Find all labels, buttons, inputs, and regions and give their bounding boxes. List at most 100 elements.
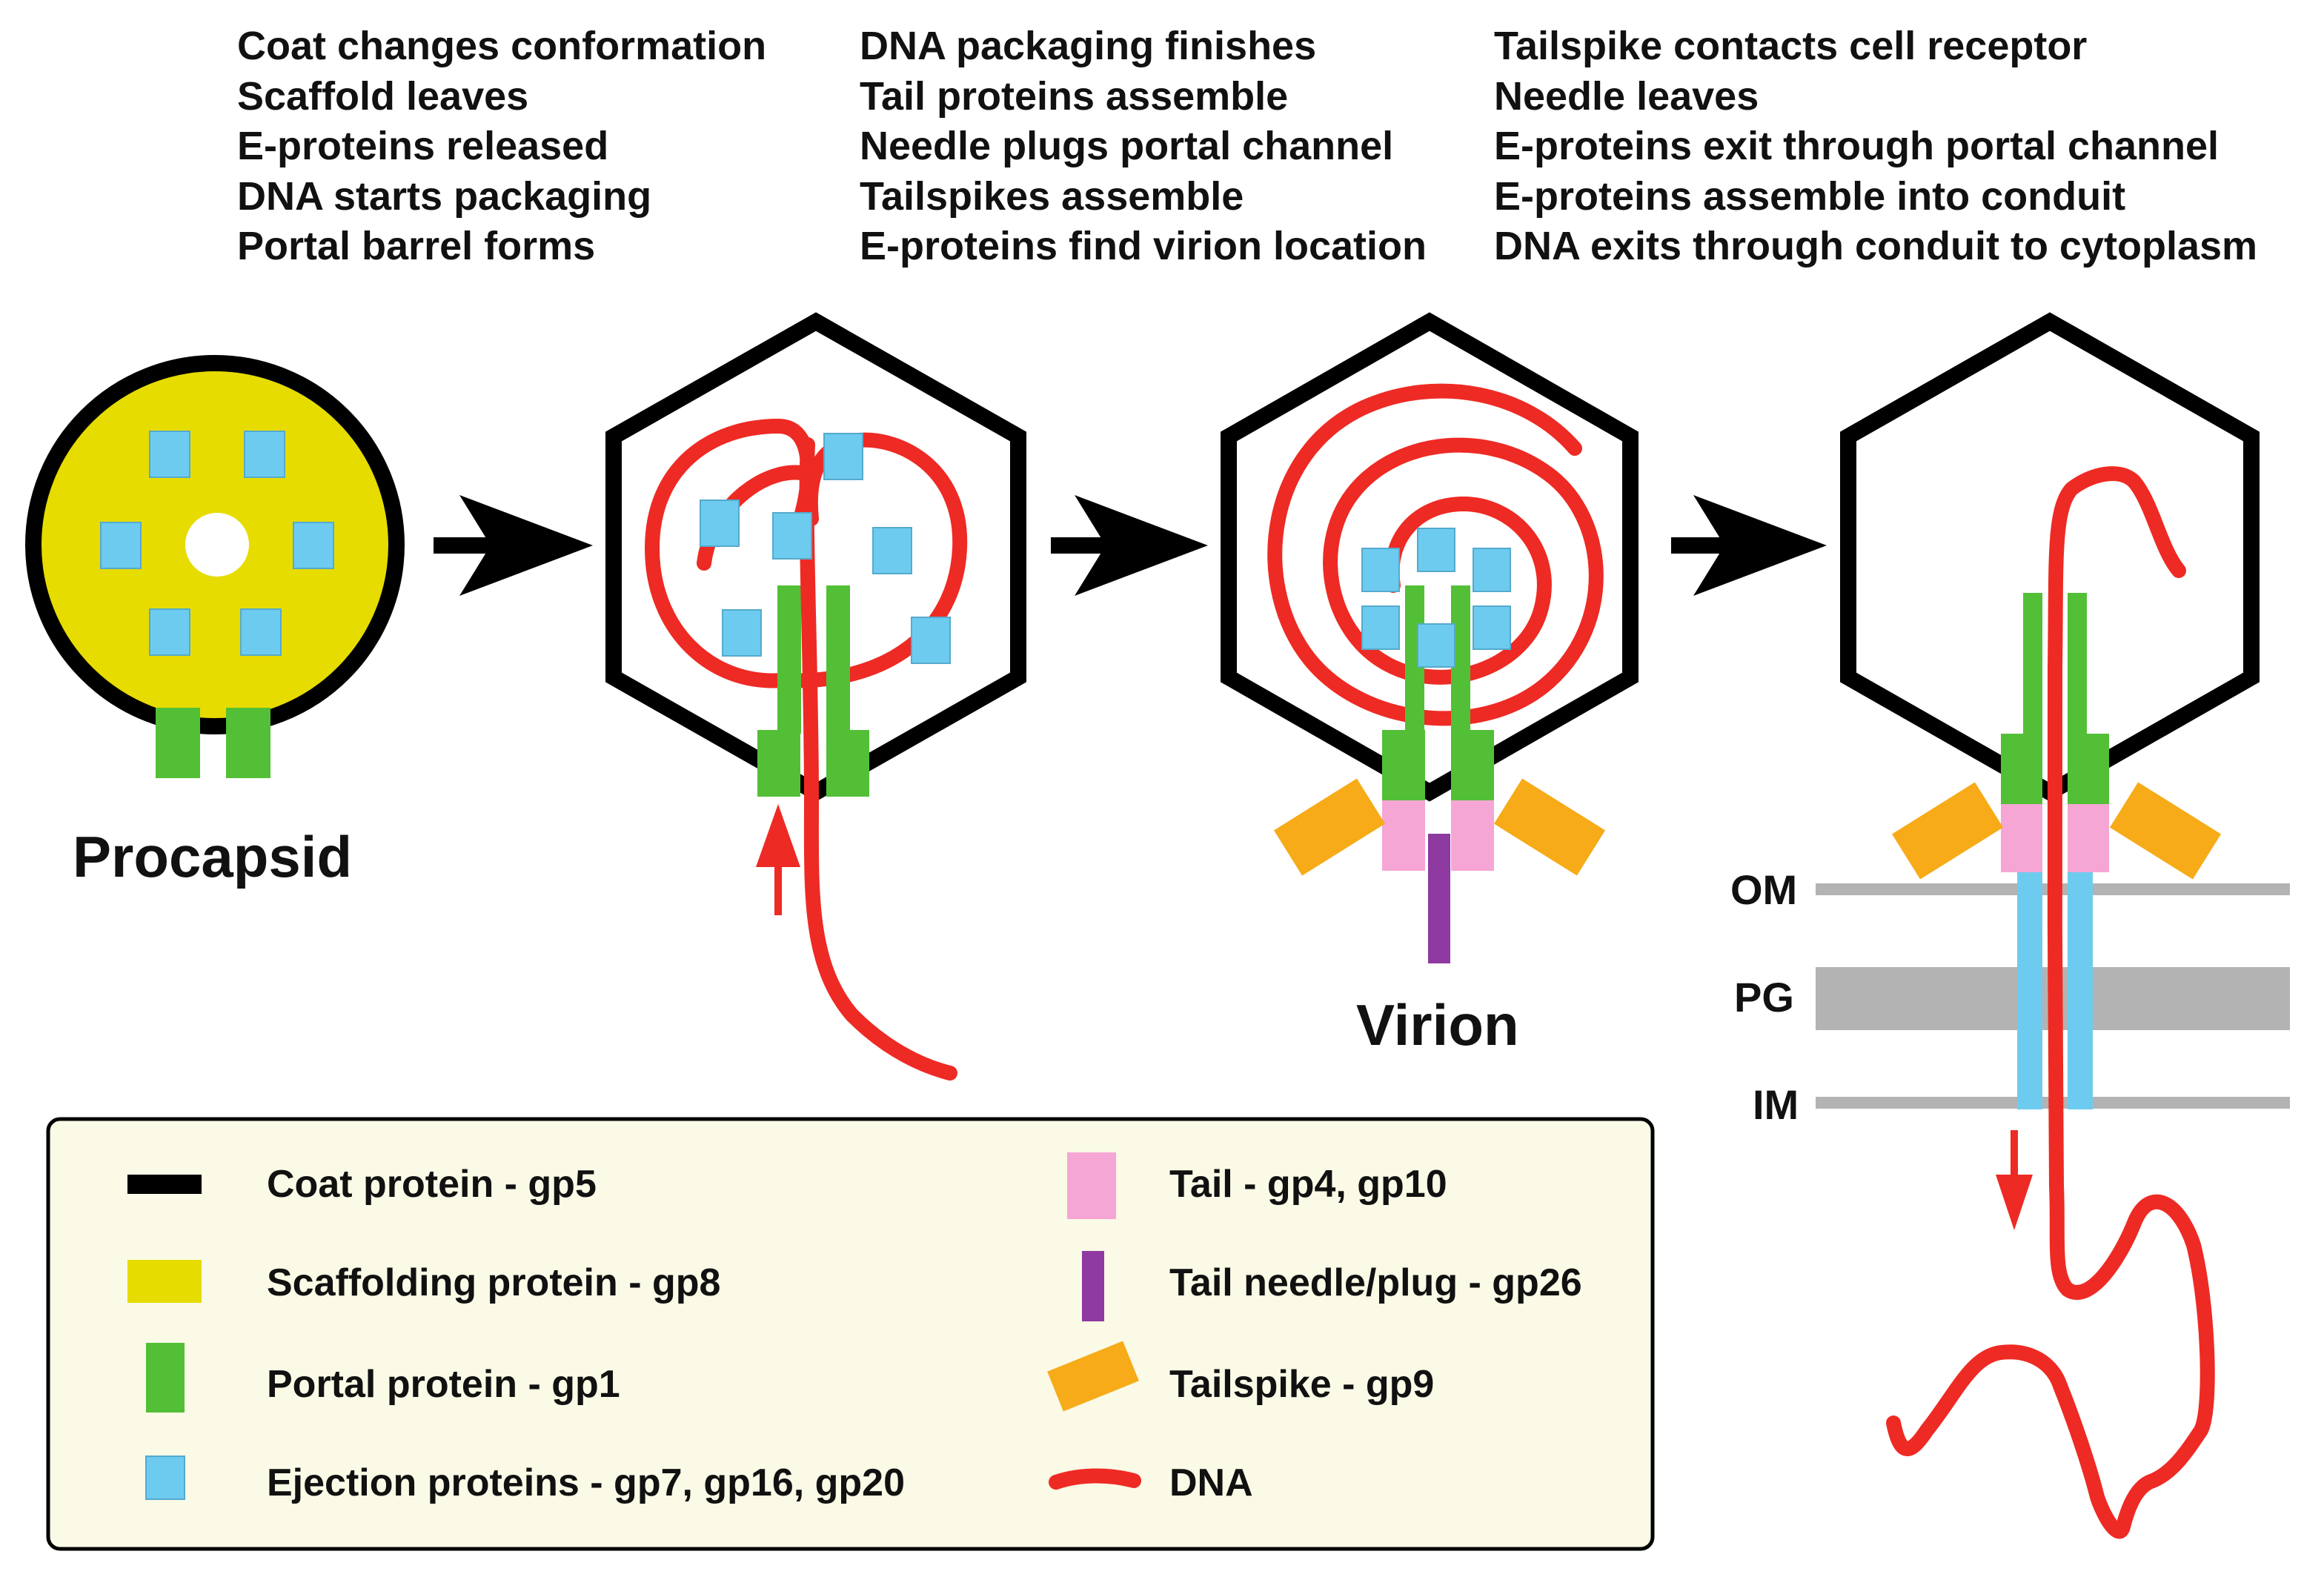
dna-spiral — [1267, 383, 1604, 726]
tailspike-right — [1493, 778, 1606, 876]
progression-arrows — [434, 495, 1827, 596]
virion: Virion — [1221, 312, 1639, 1058]
tail-right — [1451, 800, 1494, 871]
tail-left — [1382, 800, 1425, 871]
ejection-stage: OM PG IM — [1730, 312, 2290, 1539]
legend-swatch-tail — [1067, 1152, 1116, 1219]
virion-ejection-proteins — [1361, 528, 1511, 668]
om-label: OM — [1730, 866, 1797, 913]
procapsid-center-hole — [185, 513, 249, 577]
procapsid-portal-left — [156, 708, 200, 778]
dna-loop-right — [774, 432, 968, 688]
ejection-protein — [149, 608, 190, 656]
ejection-protein — [1473, 548, 1511, 592]
portal-barrel-left — [777, 585, 801, 734]
legend-swatch-dna — [1049, 1468, 1141, 1490]
ejection-protein — [700, 499, 740, 547]
legend-label-tailspike: Tailspike - gp9 — [1169, 1363, 1434, 1406]
ejection-protein — [823, 433, 863, 480]
step-3-line-5: DNA exits through conduit to cytoplasm — [1494, 224, 2257, 268]
procapsid: Procapsid — [25, 355, 405, 889]
ejection-protein — [240, 608, 282, 656]
dna-entering-strand — [799, 437, 957, 1081]
im-label: IM — [1753, 1081, 1799, 1128]
ejection-protein — [1473, 605, 1511, 650]
portal-base-left — [2001, 734, 2042, 804]
legend-label-portal: Portal protein - gp1 — [267, 1363, 620, 1406]
step-3-line-1: Tailspike contacts cell receptor — [1494, 24, 2087, 68]
step-2-line-5: E-proteins find virion location — [860, 224, 1427, 268]
legend-label-coat: Coat protein - gp5 — [267, 1163, 597, 1206]
portal-base-right — [2068, 734, 2109, 804]
portal-barrel-left — [2023, 593, 2042, 734]
step-2-text: DNA packaging finishes Tail proteins ass… — [860, 24, 1427, 268]
arrow-3 — [1671, 495, 1827, 596]
procapsid-label: Procapsid — [73, 824, 352, 889]
step-2-line-2: Tail proteins assemble — [860, 74, 1288, 119]
portal-base-right — [826, 730, 869, 797]
step-3-line-4: E-proteins assemble into conduit — [1494, 174, 2125, 219]
conduit-right — [2068, 872, 2093, 1109]
pg-label: PG — [1734, 974, 1794, 1020]
step-1-line-4: DNA starts packaging — [237, 174, 651, 219]
step-1-text: Coat changes conformation Scaffold leave… — [237, 24, 766, 268]
packaging-arrow-head — [756, 804, 800, 867]
step-1-line-1: Coat changes conformation — [237, 24, 766, 68]
portal-base-right — [1451, 730, 1494, 800]
ejection-protein — [244, 431, 285, 478]
step-1-line-2: Scaffold leaves — [237, 74, 528, 119]
ejection-protein — [872, 527, 912, 574]
conduit-left — [2017, 872, 2042, 1109]
procapsid-ejection-proteins — [100, 431, 334, 656]
step-2-line-3: Needle plugs portal channel — [860, 124, 1393, 168]
ejection-protein — [722, 609, 762, 657]
virion-label: Virion — [1356, 992, 1519, 1058]
ejection-protein — [772, 512, 812, 560]
tailspike-left — [1891, 782, 2004, 880]
legend-label-tail: Tail - gp4, gp10 — [1169, 1163, 1447, 1206]
dna-ejecting-strand — [1886, 466, 2215, 1539]
ejection-protein — [1417, 528, 1455, 572]
ejection-protein — [1417, 623, 1455, 668]
legend-label-dna: DNA — [1169, 1461, 1253, 1504]
packaging-capsid — [605, 312, 1026, 1081]
tail-left — [2001, 804, 2042, 872]
step-1-line-3: E-proteins released — [237, 124, 608, 168]
portal-barrel-right — [2068, 593, 2087, 734]
legend-swatch-portal — [146, 1343, 185, 1413]
step-2-line-4: Tailspikes assemble — [860, 174, 1244, 219]
legend-swatch-ejection — [145, 1455, 185, 1500]
portal-base-left — [1382, 730, 1425, 800]
legend: Coat protein - gp5 Scaffolding protein -… — [46, 1117, 1655, 1551]
ejection-protein — [911, 617, 951, 664]
legend-label-needle: Tail needle/plug - gp26 — [1169, 1261, 1582, 1304]
ejection-protein — [1361, 605, 1400, 650]
portal-barrel-right — [826, 585, 850, 734]
packaging-ejection-proteins — [700, 433, 951, 664]
arrow-1 — [434, 495, 593, 596]
legend-label-scaffold: Scaffolding protein - gp8 — [267, 1261, 720, 1304]
step-3-text: Tailspike contacts cell receptor Needle … — [1494, 24, 2257, 268]
legend-swatch-tailspike — [1047, 1341, 1139, 1412]
step-1-line-5: Portal barrel forms — [237, 224, 595, 268]
tailspike-right — [2109, 782, 2222, 880]
legend-label-ejection: Ejection proteins - gp7, gp16, gp20 — [267, 1461, 905, 1504]
ejection-protein — [1361, 548, 1400, 592]
tail-right — [2068, 804, 2109, 872]
legend-box — [46, 1117, 1655, 1551]
legend-swatch-needle — [1082, 1251, 1104, 1321]
step-2-line-1: DNA packaging finishes — [860, 24, 1316, 68]
step-3-line-2: Needle leaves — [1494, 74, 1759, 119]
arrow-2 — [1051, 495, 1208, 596]
legend-swatch-scaffold — [127, 1260, 202, 1303]
tail-needle — [1428, 834, 1450, 963]
procapsid-portal-right — [226, 708, 270, 778]
ejection-arrow-head — [1996, 1175, 2033, 1230]
ejection-protein — [149, 431, 190, 478]
step-3-line-3: E-proteins exit through portal channel — [1494, 124, 2219, 168]
tailspike-left — [1273, 778, 1386, 876]
ejection-protein — [100, 522, 142, 569]
ejection-protein — [293, 522, 334, 569]
portal-base-left — [757, 730, 800, 797]
